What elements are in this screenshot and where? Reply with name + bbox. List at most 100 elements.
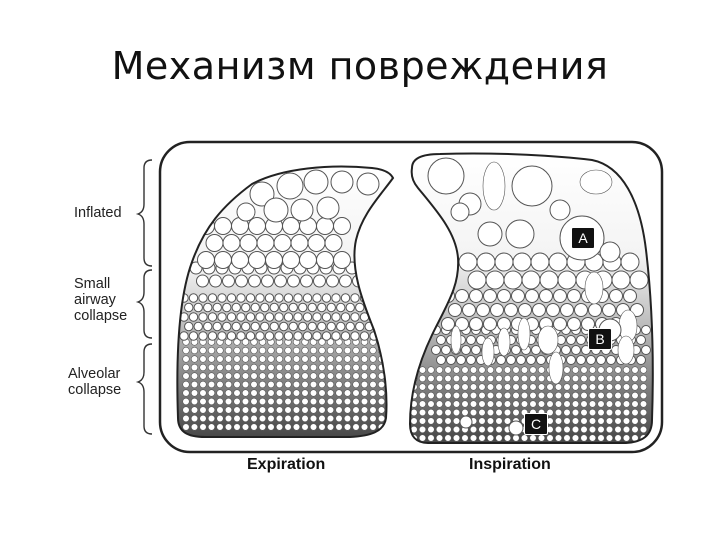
small-alveolus	[302, 293, 313, 303]
collapsed-alveolus	[377, 414, 386, 423]
collapsed-alveolus	[309, 414, 318, 423]
small-alveolus	[203, 302, 213, 313]
small-alveolus	[260, 302, 270, 313]
collapsed-alveolus	[435, 417, 444, 425]
collapsed-alveolus	[199, 355, 207, 363]
small-alveolus	[279, 302, 289, 313]
medium-alveolus	[287, 274, 300, 288]
small-alveolus	[179, 331, 189, 341]
medium-alveolus	[469, 289, 483, 303]
collapsed-alveolus	[452, 408, 461, 417]
collapsed-alveolus	[343, 346, 352, 355]
small-alveolus	[226, 331, 237, 341]
collapsed-alveolus	[571, 366, 580, 374]
medium-alveolus	[313, 274, 326, 288]
collapsed-alveolus	[241, 346, 250, 355]
collapsed-alveolus	[301, 363, 309, 372]
collapsed-alveolus	[258, 389, 267, 397]
collapsed-alveolus	[199, 380, 207, 389]
collapsed-alveolus	[597, 391, 605, 400]
collapsed-alveolus	[386, 414, 393, 423]
collapsed-alveolus	[410, 366, 418, 374]
inflated-alveolus	[324, 234, 343, 252]
collapsed-alveolus	[326, 414, 335, 423]
collapsed-alveolus	[343, 389, 352, 397]
collapsed-alveolus	[605, 391, 614, 400]
medium-alveolus	[560, 303, 574, 317]
collapsed-alveolus	[495, 400, 503, 408]
small-alveolus	[283, 312, 294, 322]
collapsed-alveolus	[461, 434, 469, 442]
inspiration-alveoli	[410, 157, 651, 442]
collapsed-alveolus	[335, 414, 343, 423]
medium-alveolus	[483, 289, 497, 303]
overdistended-alveolus	[481, 337, 495, 367]
collapsed-alveolus	[352, 406, 360, 414]
collapsed-alveolus	[452, 383, 461, 391]
collapsed-alveolus	[386, 389, 393, 397]
collapsed-alveolus	[250, 363, 258, 372]
collapsed-alveolus	[284, 423, 292, 431]
collapsed-alveolus	[469, 434, 478, 442]
collapsed-alveolus	[503, 374, 512, 383]
collapsed-alveolus	[182, 363, 190, 372]
small-alveolus	[576, 355, 586, 365]
collapsed-alveolus	[622, 417, 631, 425]
collapsed-alveolus	[352, 389, 360, 397]
collapsed-alveolus	[512, 383, 520, 391]
collapsed-alveolus	[258, 355, 267, 363]
collapsed-alveolus	[352, 346, 360, 355]
collapsed-alveolus	[190, 389, 199, 397]
collapsed-alveolus	[622, 391, 631, 400]
collapsed-alveolus	[563, 366, 571, 374]
collapsed-alveolus	[520, 434, 529, 442]
small-alveolus	[255, 312, 265, 322]
collapsed-alveolus	[639, 408, 648, 417]
small-alveolus	[203, 321, 213, 332]
collapsed-alveolus	[318, 372, 326, 380]
collapsed-alveolus	[182, 414, 190, 423]
inflated-alveolus	[273, 234, 292, 252]
overdistended-alveolus	[482, 161, 506, 211]
small-alveolus	[274, 293, 284, 303]
medium-alveolus	[441, 317, 455, 331]
small-alveolus	[302, 331, 313, 341]
collapsed-alveolus	[233, 406, 241, 414]
collapsed-alveolus	[605, 374, 614, 383]
collapsed-alveolus	[452, 374, 461, 383]
medium-alveolus	[539, 289, 553, 303]
collapsed-alveolus	[554, 425, 563, 434]
small-alveolus	[241, 302, 251, 313]
collapsed-alveolus	[267, 346, 275, 355]
collapsed-alveolus	[614, 366, 622, 374]
collapsed-alveolus	[190, 380, 199, 389]
small-alveolus	[283, 293, 294, 303]
collapsed-alveolus	[427, 366, 435, 374]
small-alveolus	[641, 345, 651, 355]
inflated-alveolus	[548, 252, 568, 272]
small-alveolus	[222, 302, 232, 313]
medium-alveolus	[567, 289, 581, 303]
collapsed-alveolus	[292, 355, 301, 363]
collapsed-alveolus	[335, 423, 343, 431]
collapsed-alveolus	[495, 374, 503, 383]
collapsed-alveolus	[486, 425, 495, 434]
small-alveolus	[340, 293, 351, 303]
medium-alveolus	[574, 303, 588, 317]
small-alveolus	[212, 321, 222, 332]
small-alveolus	[516, 355, 526, 365]
collapsed-alveolus	[352, 355, 360, 363]
collapsed-alveolus	[386, 423, 393, 431]
collapsed-alveolus	[486, 408, 495, 417]
collapsed-alveolus	[360, 423, 369, 431]
small-alveolus	[255, 331, 265, 341]
collapsed-alveolus	[216, 397, 224, 406]
overdistended-alveolus	[617, 335, 635, 365]
collapsed-alveolus	[469, 425, 478, 434]
collapsed-alveolus	[301, 423, 309, 431]
collapsed-alveolus	[190, 397, 199, 406]
collapsed-alveolus	[233, 355, 241, 363]
collapsed-alveolus	[435, 374, 444, 383]
collapsed-alveolus	[605, 383, 614, 391]
medium-alveolus	[518, 303, 532, 317]
